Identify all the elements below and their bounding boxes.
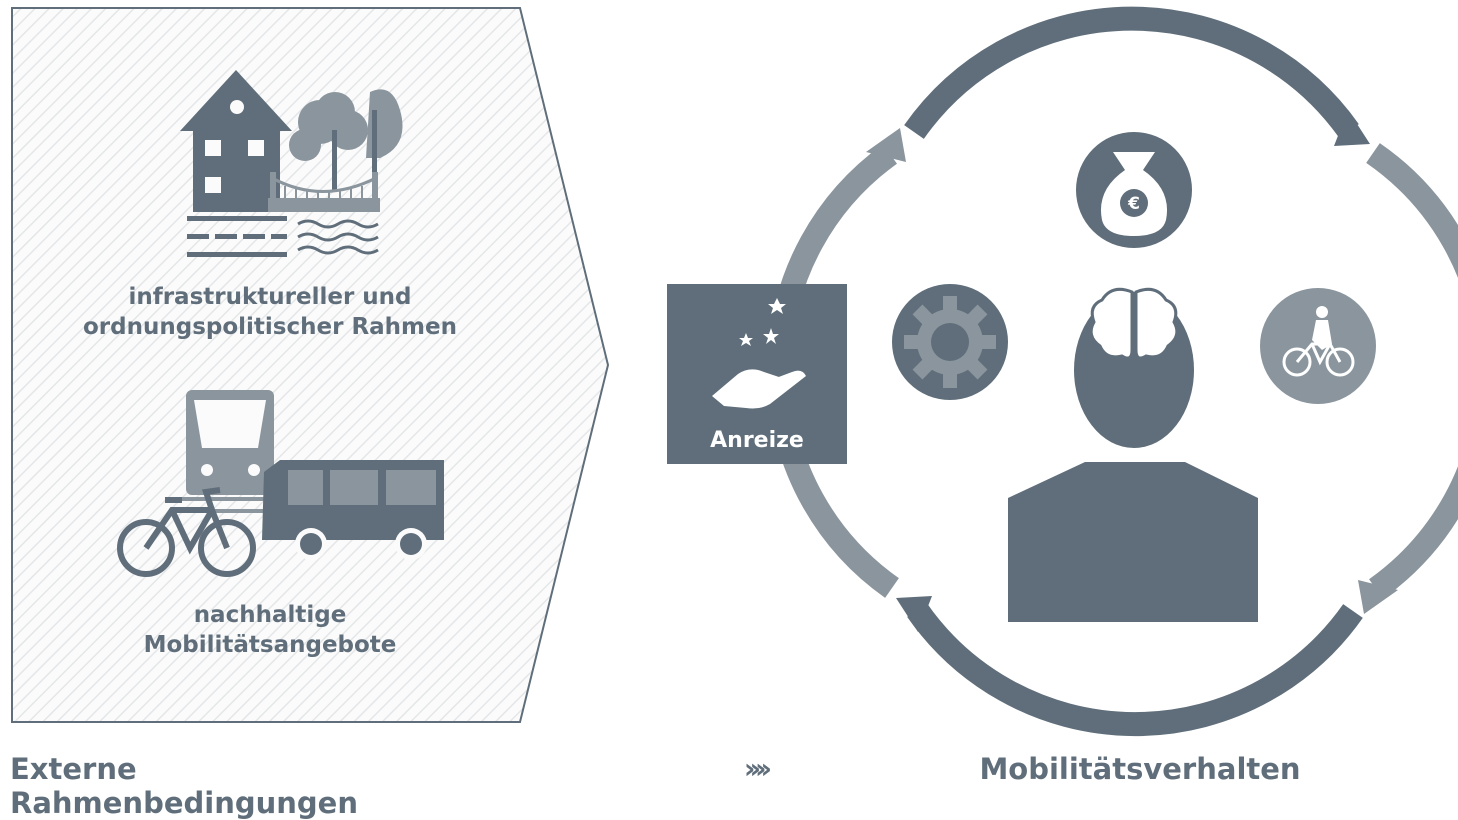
infrastructure-label: infrastruktureller und ordnungspolitisch… — [83, 284, 457, 340]
person-brain-icon — [1008, 287, 1258, 622]
gear-icon — [892, 284, 1008, 400]
cycle-arc-right — [1366, 143, 1458, 599]
train-icon — [180, 390, 280, 513]
external-conditions-caption: Externe Rahmenbedingungen — [10, 752, 358, 820]
bridge-icon — [268, 172, 380, 212]
cycle-arrowheads — [866, 110, 1398, 632]
arrow-chevrons: ›››› — [743, 752, 772, 785]
cycle-arc-top — [904, 6, 1359, 139]
trees-icon — [289, 89, 403, 190]
bicycle-icon — [117, 487, 256, 577]
house-icon — [180, 70, 292, 212]
cyclist-icon — [1260, 288, 1376, 404]
mobility-behaviour-caption: Mobilitätsverhalten — [979, 752, 1301, 786]
diagram-canvas: € — [11, 6, 1458, 737]
euro-symbol: € — [1127, 194, 1140, 214]
incentive-label: Anreize — [710, 428, 804, 453]
mobility-offers-label: nachhaltige Mobilitätsangebote — [143, 602, 397, 658]
bus-icon — [262, 460, 444, 560]
cycle-arc-bottom — [907, 603, 1363, 737]
road-icon — [187, 216, 287, 257]
water-icon — [297, 219, 379, 255]
hand-stars-icon — [712, 298, 806, 409]
money-bag-euro-icon: € — [1076, 132, 1192, 248]
external-conditions-panel — [11, 7, 610, 723]
